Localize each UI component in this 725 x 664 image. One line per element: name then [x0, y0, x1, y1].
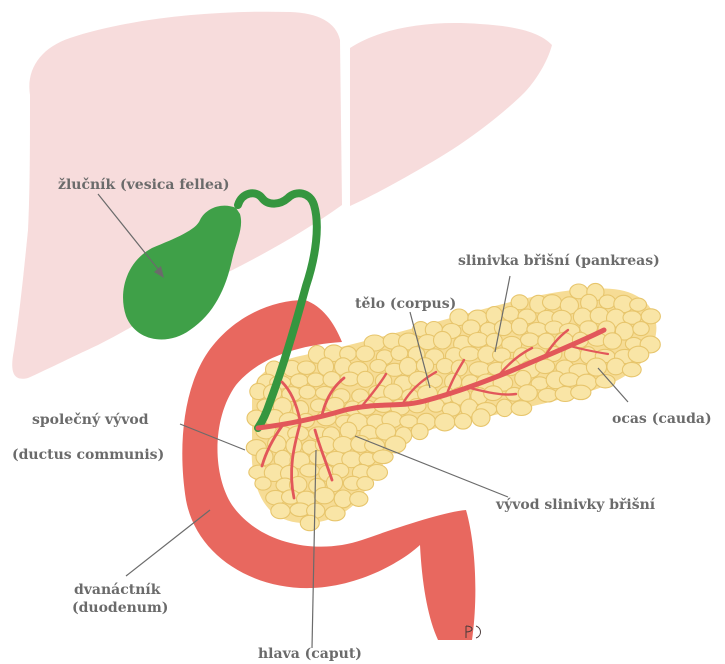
label-common-duct-line1: společný vývod [32, 411, 149, 428]
liver-left-lobe [350, 23, 552, 206]
pancreas-lobule [603, 333, 621, 349]
pancreas-lobule [350, 492, 368, 507]
pancreas-lobule [472, 409, 490, 427]
pancreas-lobule [435, 414, 455, 431]
pancreas-lobule [630, 298, 647, 311]
pancreas-lobule [607, 358, 625, 375]
label-duodenum-line2: (duodenum) [72, 600, 168, 616]
pancreas-lobule [543, 295, 562, 310]
pancreas-lobule [511, 318, 527, 335]
pancreas-lobule [255, 477, 271, 490]
pancreas-lobule [373, 450, 393, 464]
pancreas-lobule [633, 322, 649, 336]
label-gallbladder: žlučník (vesica fellea) [58, 177, 230, 193]
pancreas-lobule [370, 360, 387, 373]
label-tail: ocas (cauda) [612, 411, 712, 427]
pancreas-lobule [628, 346, 649, 362]
pancreas-lobule [307, 373, 324, 387]
pancreas-lobule [300, 515, 319, 530]
pancreas-lobule [299, 385, 316, 399]
pancreas-lobule [434, 331, 452, 349]
pancreas-lobule [411, 424, 428, 440]
pancreas-lobule [599, 295, 615, 309]
leader-duodenum [126, 510, 210, 576]
label-common-duct-line2: (ductus communis) [12, 447, 164, 463]
pancreas-lobule [538, 388, 557, 402]
pancreas-lobule [586, 358, 606, 376]
pancreas-lobule [271, 503, 290, 519]
label-duodenum-line1: dvanáctník [74, 582, 161, 598]
pancreas-lobule [622, 362, 641, 376]
pancreas-lobule [357, 371, 373, 387]
label-pancreatic-duct: vývod slinivky břišní [495, 496, 656, 513]
pancreas-lobule [511, 401, 532, 416]
pancreas-lobule [325, 506, 345, 521]
pancreas-lobule [518, 385, 537, 402]
label-pancreas: slinivka břišní (pankreas) [458, 253, 660, 269]
pancreas-lobule [454, 414, 471, 430]
pancreas-lobule [314, 487, 334, 503]
label-head: hlava (caput) [258, 646, 362, 662]
pancreas-lobule [496, 399, 512, 416]
pancreas-lobule [297, 361, 315, 374]
pancreas-lobule [459, 347, 479, 361]
label-body: tělo (corpus) [355, 296, 456, 312]
pancreas-lobule [300, 464, 320, 477]
pancreas-lobule [521, 333, 539, 347]
pancreas-lobule [357, 477, 374, 491]
pancreas-lobule [515, 370, 531, 386]
pancreas-lobule [356, 346, 374, 362]
pancreas-lobule [385, 436, 406, 453]
pancreas-lobule [468, 333, 488, 348]
pancreas-lobule [571, 385, 591, 399]
